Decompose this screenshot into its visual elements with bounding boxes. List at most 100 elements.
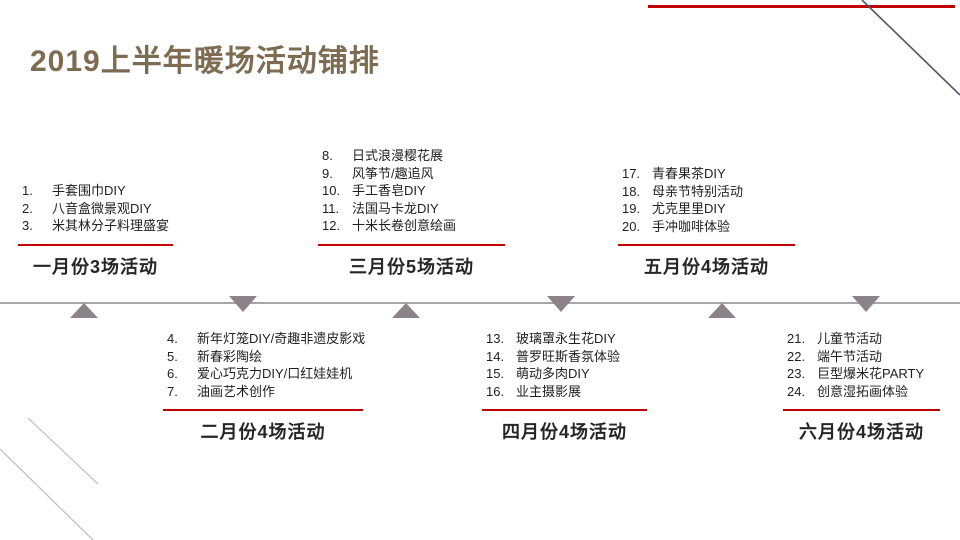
- item-number: 7.: [167, 383, 178, 399]
- timeline-axis: [0, 302, 960, 304]
- item-text: 新年灯笼DIY/奇趣非遗皮影戏: [197, 331, 366, 346]
- list-item: 20. 手冲咖啡体验: [622, 218, 803, 236]
- item-number: 13.: [486, 331, 505, 346]
- diagonal-line-bottom-left-lower: [0, 448, 94, 540]
- month-label-april: 四月份4场活动: [501, 422, 627, 442]
- item-number: 22.: [787, 348, 806, 364]
- month-group-april: 13. 玻璃罩永生花DIY 14. 普罗旺斯香氛体验 15. 萌动多肉DIY 16. 业主摄影…: [482, 330, 657, 444]
- timeline-marker-march-icon: [392, 303, 420, 318]
- group-underline: [18, 243, 173, 246]
- list-item: 13. 玻璃罩永生花DIY: [486, 330, 657, 348]
- item-number: 8.: [322, 148, 333, 163]
- list-item: 8. 日式浪漫樱花展: [322, 147, 513, 165]
- diagonal-line-top-right: [861, 0, 960, 96]
- item-number: 18.: [622, 183, 641, 199]
- month-label-february: 二月份4场活动: [200, 422, 326, 442]
- month-group-february: 4. 新年灯笼DIY/奇趣非遗皮影戏 5. 新春彩陶绘 6. 爱心巧克力DIY/口红娃娃机…: [163, 330, 393, 444]
- activity-list-june: 21. 儿童节活动 22. 端午节活动 23. 巨型爆米花PARTY 24. 创意湿拓画体验: [783, 330, 948, 400]
- item-number: 19.: [622, 201, 641, 216]
- item-number: 14.: [486, 348, 505, 364]
- item-text: 端午节活动: [817, 348, 883, 364]
- list-item: 4. 新年灯笼DIY/奇趣非遗皮影戏: [167, 330, 393, 348]
- item-text: 萌动多肉DIY: [516, 366, 590, 381]
- item-number: 5.: [167, 348, 178, 364]
- item-number: 1.: [22, 183, 33, 198]
- item-text: 十米长卷创意绘画: [352, 218, 457, 233]
- timeline-marker-june-icon: [852, 296, 880, 312]
- item-number: 24.: [787, 383, 806, 399]
- list-item: 10. 手工香皂DIY: [322, 182, 513, 200]
- item-number: 15.: [486, 366, 505, 381]
- item-text: 普罗旺斯香氛体验: [516, 348, 621, 364]
- list-item: 2. 八音盒微景观DIY: [22, 200, 188, 218]
- list-item: 5. 新春彩陶绘: [167, 348, 393, 366]
- item-number: 16.: [486, 383, 505, 399]
- item-text: 爱心巧克力DIY/口红娃娃机: [197, 366, 353, 381]
- item-number: 10.: [322, 183, 341, 198]
- item-number: 12.: [322, 218, 341, 233]
- item-text: 创意湿拓画体验: [817, 383, 909, 399]
- item-number: 3.: [22, 218, 33, 233]
- item-text: 巨型爆米花PARTY: [817, 366, 925, 381]
- item-number: 11.: [322, 200, 340, 216]
- item-number: 6.: [167, 366, 178, 381]
- item-number: 9.: [322, 165, 333, 181]
- group-underline: [318, 243, 505, 246]
- month-label-may: 五月份4场活动: [643, 257, 769, 277]
- timeline-marker-april-icon: [547, 296, 575, 312]
- item-text: 手套围巾DIY: [52, 183, 126, 198]
- group-underline: [783, 409, 940, 411]
- item-text: 新春彩陶绘: [197, 348, 263, 364]
- item-text: 母亲节特别活动: [652, 183, 744, 199]
- item-text: 业主摄影展: [516, 383, 582, 399]
- list-item: 19. 尤克里里DIY: [622, 200, 803, 218]
- item-text: 儿童节活动: [817, 331, 883, 346]
- item-text: 法国马卡龙DIY: [352, 200, 439, 216]
- list-item: 24. 创意湿拓画体验: [787, 383, 948, 401]
- list-item: 16. 业主摄影展: [486, 383, 657, 401]
- list-item: 15. 萌动多肉DIY: [486, 365, 657, 383]
- item-text: 日式浪漫樱花展: [352, 148, 444, 163]
- group-underline: [482, 409, 647, 411]
- diagonal-line-bottom-left-upper: [27, 417, 99, 485]
- group-underline: [163, 409, 363, 411]
- month-label-march: 三月份5场活动: [348, 256, 474, 277]
- item-number: 23.: [787, 366, 806, 381]
- list-item: 6. 爱心巧克力DIY/口红娃娃机: [167, 365, 393, 383]
- activity-list-may: 17. 青春果茶DIY 18. 母亲节特别活动 19. 尤克里里DIY 20. 手冲咖啡体验: [618, 165, 803, 235]
- group-underline: [618, 244, 795, 246]
- activity-list-april: 13. 玻璃罩永生花DIY 14. 普罗旺斯香氛体验 15. 萌动多肉DIY 16. 业主摄影…: [482, 330, 657, 400]
- activity-list-february: 4. 新年灯笼DIY/奇趣非遗皮影戏 5. 新春彩陶绘 6. 爱心巧克力DIY/口红娃娃机…: [163, 330, 393, 400]
- item-number: 4.: [167, 331, 178, 346]
- item-text: 尤克里里DIY: [652, 201, 726, 216]
- item-text: 手冲咖啡体验: [652, 218, 731, 234]
- list-item: 12. 十米长卷创意绘画: [322, 217, 513, 235]
- item-text: 青春果茶DIY: [652, 166, 726, 181]
- list-item: 1. 手套围巾DIY: [22, 182, 188, 200]
- item-text: 手工香皂DIY: [352, 183, 426, 198]
- list-item: 21. 儿童节活动: [787, 330, 948, 348]
- list-item: 17. 青春果茶DIY: [622, 165, 803, 183]
- item-text: 八音盒微景观DIY: [52, 200, 152, 216]
- list-item: 9. 风筝节/趣追风: [322, 165, 513, 183]
- list-item: 11. 法国马卡龙DIY: [322, 200, 513, 218]
- list-item: 14. 普罗旺斯香氛体验: [486, 348, 657, 366]
- item-number: 20.: [622, 218, 641, 234]
- item-number: 21.: [787, 331, 806, 346]
- timeline-marker-february-icon: [229, 296, 257, 312]
- list-item: 18. 母亲节特别活动: [622, 183, 803, 201]
- item-number: 2.: [22, 200, 33, 216]
- item-number: 17.: [622, 166, 641, 181]
- item-text: 风筝节/趣追风: [352, 165, 434, 181]
- item-text: 玻璃罩永生花DIY: [516, 331, 616, 346]
- list-item: 22. 端午节活动: [787, 348, 948, 366]
- item-text: 油画艺术创作: [197, 383, 276, 399]
- month-label-january: 一月份3场活动: [32, 256, 158, 277]
- list-item: 7. 油画艺术创作: [167, 383, 393, 401]
